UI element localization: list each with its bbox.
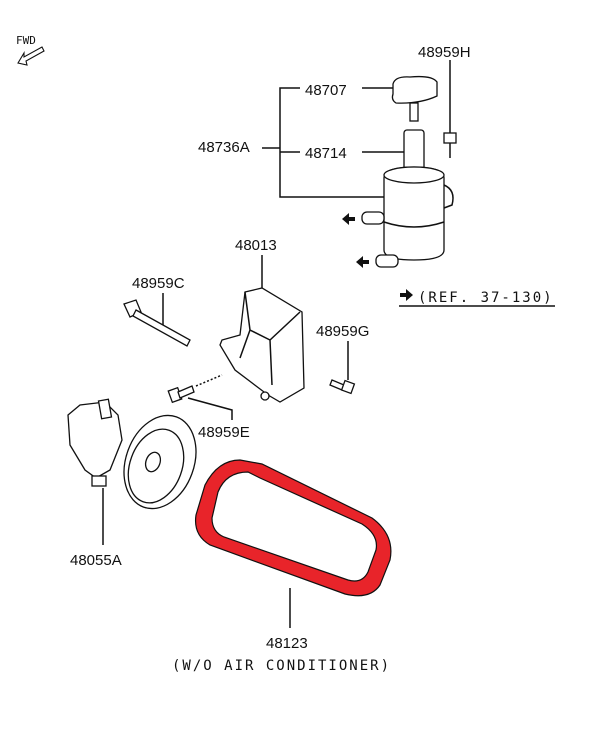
drive-belt-48123[interactable]	[194, 459, 392, 597]
bolt-48959G[interactable]	[329, 379, 356, 395]
label-48714: 48714	[305, 145, 347, 162]
label-48013: 48013	[235, 237, 277, 254]
reference-link[interactable]: (REF. 37-130)	[399, 289, 555, 307]
bolt-48959H[interactable]	[443, 132, 457, 158]
outlet-arrow-icon	[342, 213, 355, 225]
label-48959G: 48959G	[316, 323, 369, 340]
fwd-arrow-icon	[17, 46, 45, 66]
label-48959E: 48959E	[198, 424, 250, 441]
bolt-48959E[interactable]	[167, 385, 195, 404]
fwd-label: FWD	[16, 34, 36, 47]
label-48959H: 48959H	[418, 44, 471, 61]
bolt-48959C[interactable]	[123, 299, 191, 347]
reservoir-assembly[interactable]	[342, 75, 454, 268]
label-48123: 48123	[266, 635, 308, 652]
reference-text[interactable]: (REF. 37-130)	[418, 290, 554, 306]
label-48707: 48707	[305, 82, 347, 99]
label-48736A: 48736A	[198, 139, 250, 156]
bracket-48013[interactable]	[219, 287, 305, 403]
power-steering-pump[interactable]	[67, 398, 208, 518]
belt-note: (W/O AIR CONDITIONER)	[172, 658, 391, 674]
outlet-arrow-icon	[356, 256, 369, 268]
label-48055A: 48055A	[70, 552, 122, 569]
arrow-right-icon	[400, 289, 413, 301]
label-48959C: 48959C	[132, 275, 185, 292]
